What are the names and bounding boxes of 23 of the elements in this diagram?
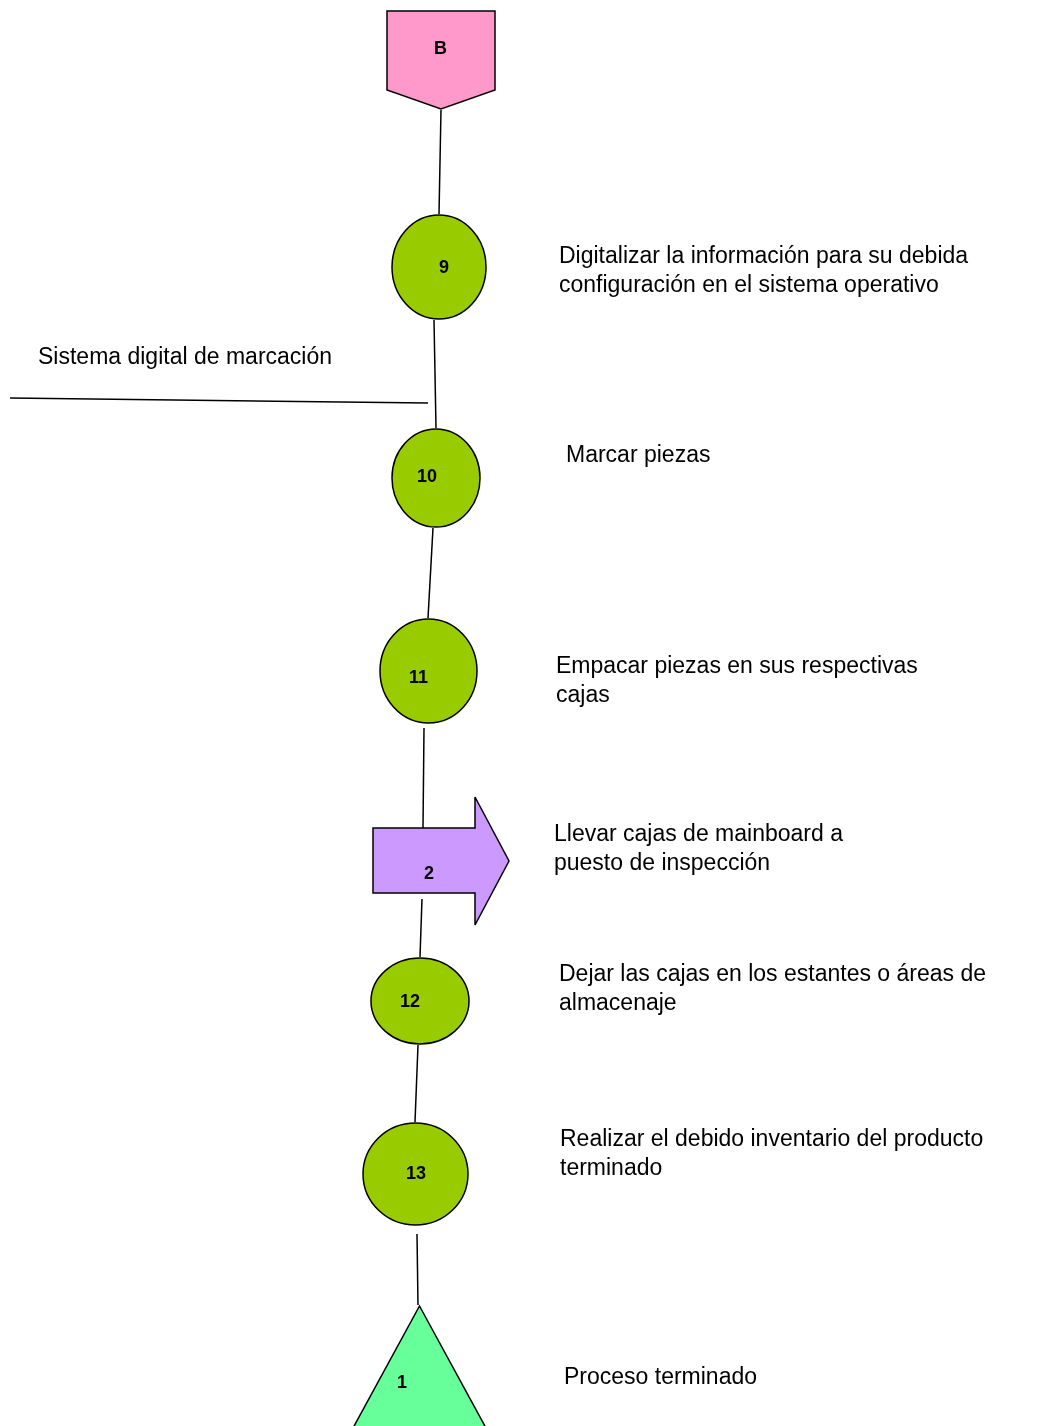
flow-line [427,527,434,619]
flow-line [433,319,437,429]
step-number: 13 [406,1163,427,1183]
step-description: Dejar las cajas en los estantes o áreas de almacenaje [559,959,988,1017]
flow-line [438,109,442,215]
input-label: Sistema digital de marcación [38,342,333,371]
step-number: B [434,38,447,58]
step-number: 9 [439,257,449,277]
step-number: 12 [400,991,421,1011]
flow-line [416,1233,419,1306]
step-number: 10 [417,466,438,486]
step-number: 2 [424,863,434,883]
step-description: Llevar cajas de mainboard a puesto de inspección [554,819,844,877]
step-number: 1 [397,1372,407,1392]
flow-line [419,898,423,958]
step-description: Realizar el debido inventario del producto terminado [560,1124,985,1182]
step-description: Marcar piezas [566,440,712,469]
flow-line [414,1044,419,1123]
step-description: Empacar piezas en sus respectivas cajas [556,651,919,709]
step-description: Proceso terminado [564,1362,759,1391]
step-description: Digitalizar la información para su debida configuración en el sistema operativo [559,241,970,299]
step-number: 11 [409,667,429,687]
flow-line [422,727,425,829]
